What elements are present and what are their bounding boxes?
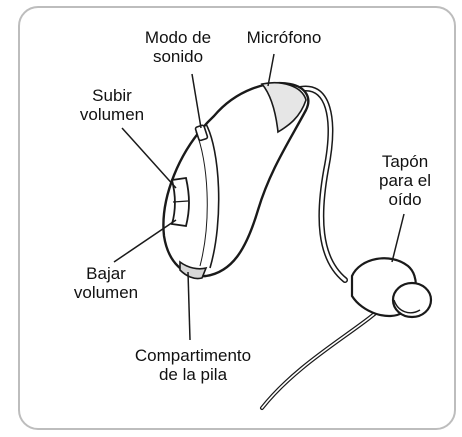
leader-microphone [267, 53, 275, 87]
ear-tip [350, 257, 433, 319]
device-body [162, 82, 310, 280]
leader-volume-up [121, 127, 177, 189]
leader-sound-mode [191, 73, 202, 129]
label-microphone: Micrófono [246, 28, 322, 47]
ear-tube-inner [294, 87, 347, 282]
label-battery: Compartimento de la pila [134, 346, 252, 384]
leader-ear-tip [391, 213, 405, 263]
label-ear-tip: Tapón para el oído [379, 152, 431, 209]
label-sound-mode: Modo de sonido [144, 28, 212, 66]
retention-wire-inner [261, 301, 389, 409]
leader-volume-down [113, 219, 177, 263]
label-volume-up: Subir volumen [79, 86, 145, 124]
leader-battery [187, 271, 191, 341]
label-volume-down: Bajar volumen [73, 264, 139, 302]
battery-door [179, 260, 208, 280]
sound-mode-button [194, 124, 209, 142]
